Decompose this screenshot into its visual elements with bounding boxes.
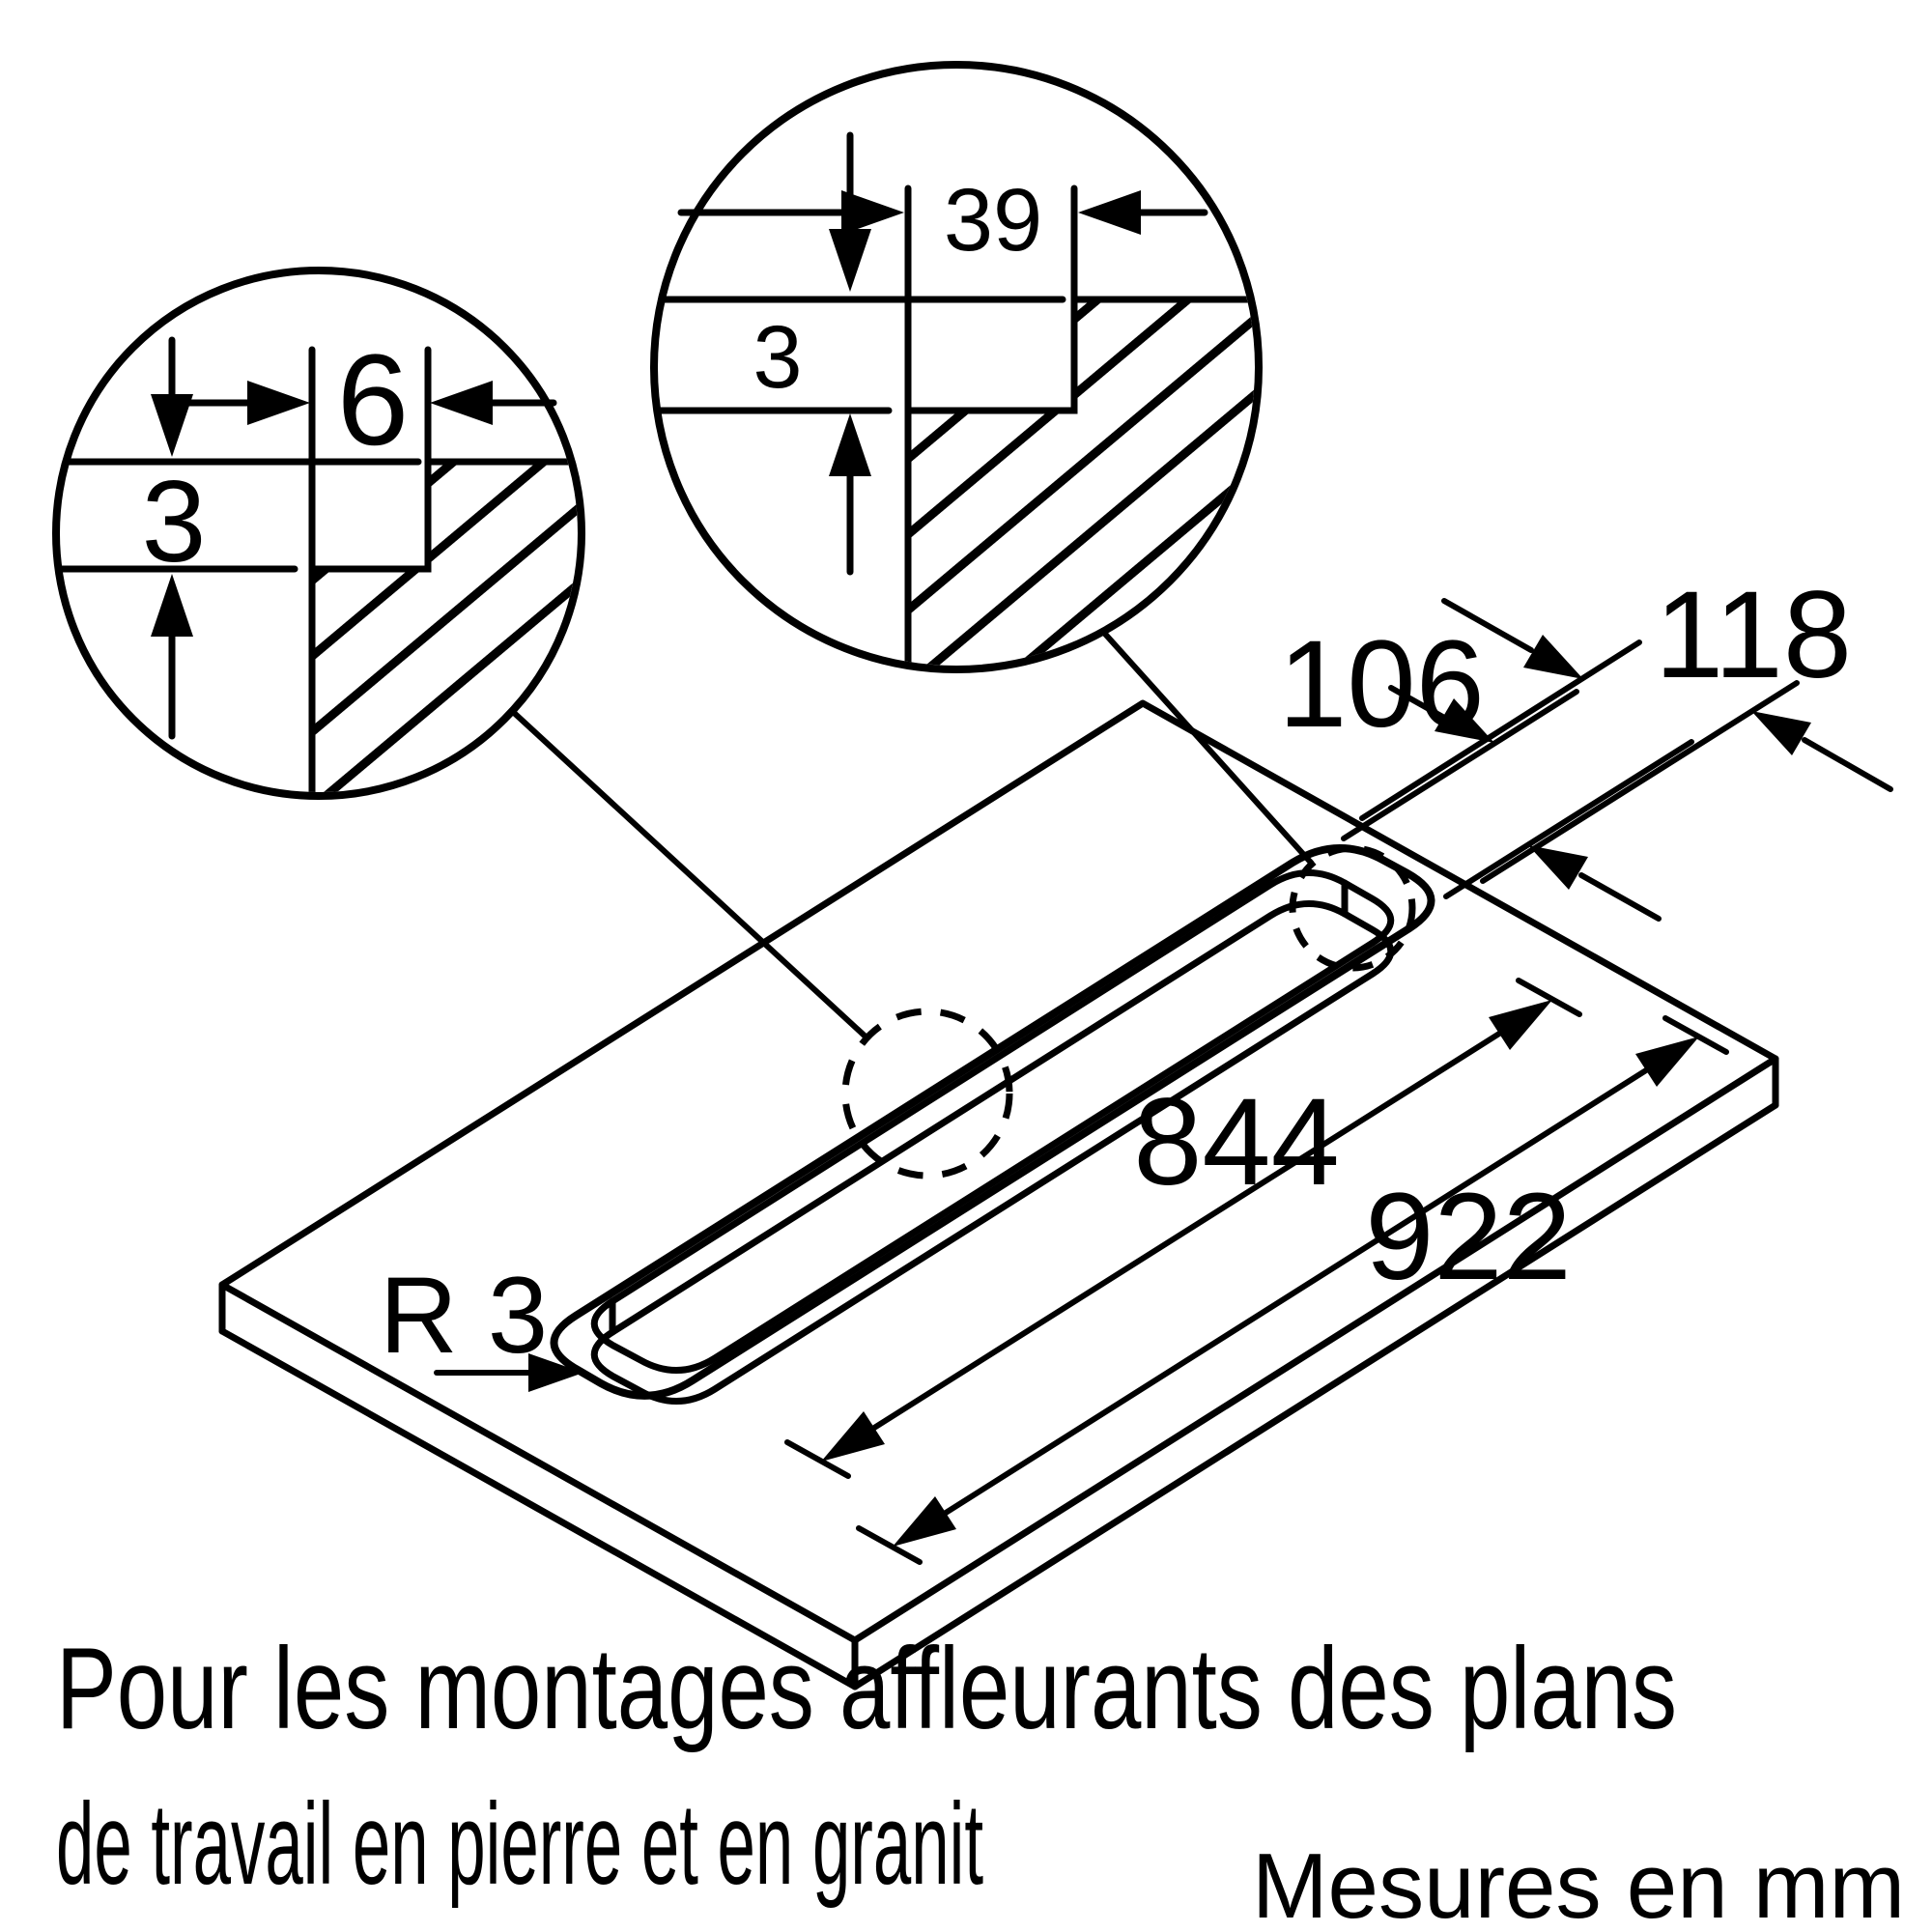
arrowhead bbox=[1635, 1037, 1699, 1087]
detail-circle-right: 39 3 bbox=[650, 61, 1263, 673]
worktop-lower-edges bbox=[218, 1101, 1779, 1690]
extension-stub bbox=[1662, 1015, 1729, 1055]
units-note: Mesures en mm bbox=[1252, 1834, 1905, 1932]
detail-circle-left: 6 3 bbox=[52, 267, 585, 800]
depth-arrowhead-down bbox=[151, 394, 193, 457]
extension-stub bbox=[1516, 978, 1582, 1017]
dim-label-922: 922 bbox=[1365, 1168, 1572, 1306]
arrow-shaft bbox=[1578, 872, 1662, 922]
worktop-section-hatch-left bbox=[308, 458, 578, 792]
arrow-shaft bbox=[1802, 737, 1893, 792]
ledge-width-label-left: 6 bbox=[337, 328, 410, 472]
arrowhead bbox=[893, 1496, 956, 1547]
arrow-shaft bbox=[1388, 685, 1449, 722]
dimension-outer-length: 922 bbox=[856, 1015, 1729, 1565]
dimension-line bbox=[943, 1067, 1649, 1516]
extension-line bbox=[1480, 680, 1800, 884]
detail-callout-markers bbox=[509, 629, 1416, 1179]
depth-arrowhead-up bbox=[151, 574, 193, 637]
dimension-inner-length: 844 bbox=[784, 978, 1582, 1479]
dimension-inner-width: 106 bbox=[1278, 615, 1694, 922]
leader-line-left-detail bbox=[509, 708, 869, 1040]
caption-line-2: de travail en pierre et en granit bbox=[56, 1779, 983, 1909]
extension-stub bbox=[784, 1439, 851, 1479]
cutout-recess bbox=[550, 844, 1435, 1405]
dim-label-844: 844 bbox=[1133, 1073, 1340, 1211]
width-arrowhead-right bbox=[247, 381, 310, 425]
dimension-outer-width: 118 bbox=[1359, 566, 1893, 884]
arrowhead bbox=[528, 1353, 583, 1392]
detail-circle-left-outline bbox=[52, 267, 585, 800]
extension-line bbox=[1341, 689, 1579, 841]
dimension-line bbox=[871, 1031, 1502, 1431]
dim-label-118: 118 bbox=[1655, 566, 1852, 704]
depth-arrowhead-down bbox=[829, 229, 871, 292]
width-arrowhead-left bbox=[430, 381, 493, 425]
arrow-shaft bbox=[1441, 598, 1534, 653]
arrowhead bbox=[1528, 845, 1588, 890]
dim-label-r3: R 3 bbox=[380, 1255, 548, 1376]
dashed-callout-circle-right bbox=[1289, 844, 1416, 972]
dim-label-106: 106 bbox=[1278, 615, 1485, 753]
caption-line-1: Pour les montages affleurants des plans bbox=[56, 1624, 1677, 1753]
arrowhead bbox=[1489, 1000, 1552, 1050]
width-arrowhead-right bbox=[841, 190, 904, 235]
arrowhead bbox=[821, 1411, 885, 1462]
ledge-width-label-right: 39 bbox=[944, 171, 1042, 270]
detail-circle-right-outline bbox=[650, 61, 1263, 673]
leader-line-right-detail bbox=[1100, 629, 1315, 867]
dashed-callout-circle-left bbox=[841, 1008, 1013, 1179]
cutout-floor-outline bbox=[590, 900, 1395, 1405]
depth-arrowhead-up bbox=[829, 413, 871, 476]
extension-stub bbox=[856, 1525, 923, 1565]
recess-outer-outline bbox=[550, 844, 1435, 1400]
dimension-corner-radius: R 3 bbox=[380, 1255, 583, 1392]
width-arrowhead-left bbox=[1078, 190, 1141, 235]
extension-line bbox=[1443, 739, 1694, 899]
worktop-slab bbox=[218, 699, 1779, 1690]
caption-block: Pour les montages affleurants des plans … bbox=[56, 1624, 1905, 1932]
extension-line bbox=[1359, 639, 1642, 821]
arrowhead bbox=[1751, 711, 1811, 755]
arrowhead bbox=[1435, 698, 1494, 743]
ledge-depth-label-right: 3 bbox=[753, 308, 802, 407]
ledge-depth-label-left: 3 bbox=[142, 457, 207, 586]
arrowhead bbox=[1523, 635, 1583, 679]
